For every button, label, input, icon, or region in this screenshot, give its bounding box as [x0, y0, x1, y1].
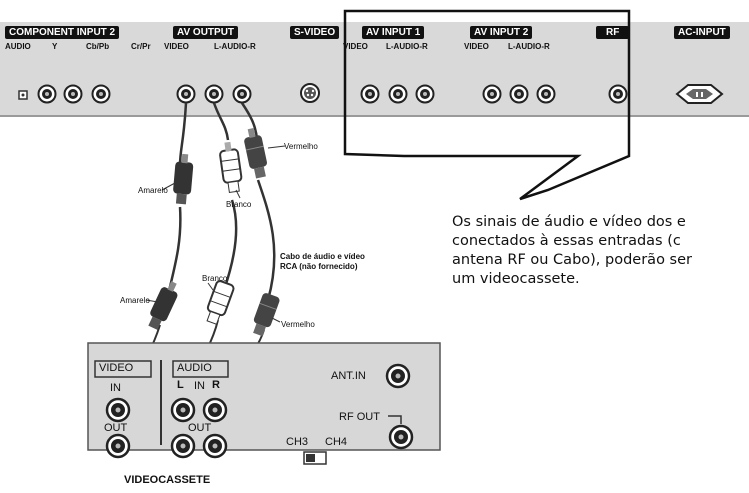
ac-input-socket	[675, 84, 724, 104]
label-vermelho-top: Vermelho	[284, 142, 318, 151]
plug-white-top	[219, 141, 243, 194]
label-branco-top: Branco	[226, 200, 252, 209]
vcr-video-label: VIDEO	[99, 362, 134, 374]
jack-av-output-r	[232, 84, 252, 104]
callout-line-3: antena RF ou Cabo), poderão ser	[452, 252, 692, 268]
vcr-audio-label: AUDIO	[177, 362, 212, 374]
vcr-audio-in-l-jack	[170, 397, 196, 423]
vcr-video-in-label: IN	[110, 382, 121, 394]
av-output-header: AV OUTPUT	[173, 26, 239, 39]
callout-box	[343, 9, 631, 201]
av-output-audio-label: L-AUDIO-R	[214, 42, 256, 51]
av-input-1-audio-label: L-AUDIO-R	[386, 42, 428, 51]
av-input-1-header: AV INPUT 1	[362, 26, 425, 39]
plug-white-bottom	[206, 280, 235, 325]
jack-av-input-1-l	[388, 84, 408, 104]
vcr-audio-out-label: OUT	[188, 422, 212, 434]
label-vermelho-bottom: Vermelho	[281, 320, 315, 329]
label-leaders	[145, 145, 286, 323]
plug-yellow-bottom	[148, 281, 178, 330]
vcr-ch4-label: CH4	[325, 436, 348, 448]
plug-yellow-top	[173, 153, 194, 205]
jack-av-input-2-video	[482, 84, 502, 104]
vcr-ant-in-label: ANT.IN	[331, 370, 366, 382]
rf-header: RF	[596, 26, 630, 39]
jack-av-input-2-l	[509, 84, 529, 104]
cable-desc-line1: Cabo de áudio e vídeo	[280, 252, 365, 261]
jack-label-cr-pr: Cr/Pr	[131, 42, 151, 51]
jack-label-y: Y	[52, 42, 58, 51]
vcr-audio-in-label: IN	[194, 380, 205, 392]
jack-av-input-1-r	[415, 84, 435, 104]
vcr-ant-in-jack	[385, 363, 411, 389]
vcr-rf-out-jack	[388, 424, 414, 450]
av-input-1-video-label: VIDEO	[343, 42, 368, 51]
jack-rf	[608, 84, 628, 104]
jack-component-y	[63, 84, 83, 104]
callout-line-4: um videocassete.	[452, 271, 580, 287]
vcr-audio-out-l-jack	[170, 433, 196, 459]
jack-av-output-l	[204, 84, 224, 104]
panel-screw	[18, 90, 28, 100]
callout-line-2: conectados à essas entradas (c	[452, 233, 681, 249]
vcr-audio-frame	[172, 360, 229, 378]
ac-input-header: AC-INPUT	[674, 26, 730, 39]
jack-component-audio	[37, 84, 57, 104]
rf-out-leader	[388, 415, 402, 424]
vcr-video-frame	[94, 360, 152, 378]
callout-line-1: Os sinais de áudio e vídeo dos e	[452, 214, 686, 230]
s-video-header: S-VIDEO	[290, 26, 340, 39]
vcr-title: VIDEOCASSETE	[124, 474, 211, 486]
jack-av-input-2-r	[536, 84, 556, 104]
label-branco-bottom: Branco	[202, 274, 228, 283]
vcr-r-label: R	[212, 379, 220, 391]
av-input-2-header: AV INPUT 2	[470, 26, 533, 39]
vcr-rf-out-label: RF OUT	[339, 411, 380, 423]
jack-s-video	[300, 83, 320, 103]
plug-red-top	[244, 127, 267, 179]
jack-av-output-video	[176, 84, 196, 104]
jack-component-cb	[91, 84, 111, 104]
jack-label-audio: AUDIO	[5, 42, 31, 51]
av-output-video-label: VIDEO	[164, 42, 189, 51]
plug-red-bottom	[253, 293, 280, 337]
callout-text: Os sinais de áudio e vídeo dos e conecta…	[452, 213, 749, 289]
label-amarelo-top: Amarelo	[138, 186, 168, 195]
vcr-video-out-label: OUT	[104, 422, 128, 434]
vcr-audio-in-r-jack	[202, 397, 228, 423]
av-input-2-audio-label: L-AUDIO-R	[508, 42, 550, 51]
ch-switch[interactable]	[303, 451, 327, 465]
jack-label-cb-pb: Cb/Pb	[86, 42, 110, 51]
vcr-panel	[87, 342, 441, 451]
av-input-2-video-label: VIDEO	[464, 42, 489, 51]
cable-desc-line2: RCA (não fornecido)	[280, 262, 358, 271]
vcr-video-in-jack	[105, 397, 131, 423]
vcr-video-out-jack	[105, 433, 131, 459]
vcr-ch3-label: CH3	[286, 436, 309, 448]
label-amarelo-bottom: Amarelo	[120, 296, 150, 305]
vcr-l-label: L	[177, 379, 184, 391]
vcr-audio-out-r-jack	[202, 433, 228, 459]
jack-av-input-1-video	[360, 84, 380, 104]
component-input-2-header: COMPONENT INPUT 2	[5, 26, 120, 39]
